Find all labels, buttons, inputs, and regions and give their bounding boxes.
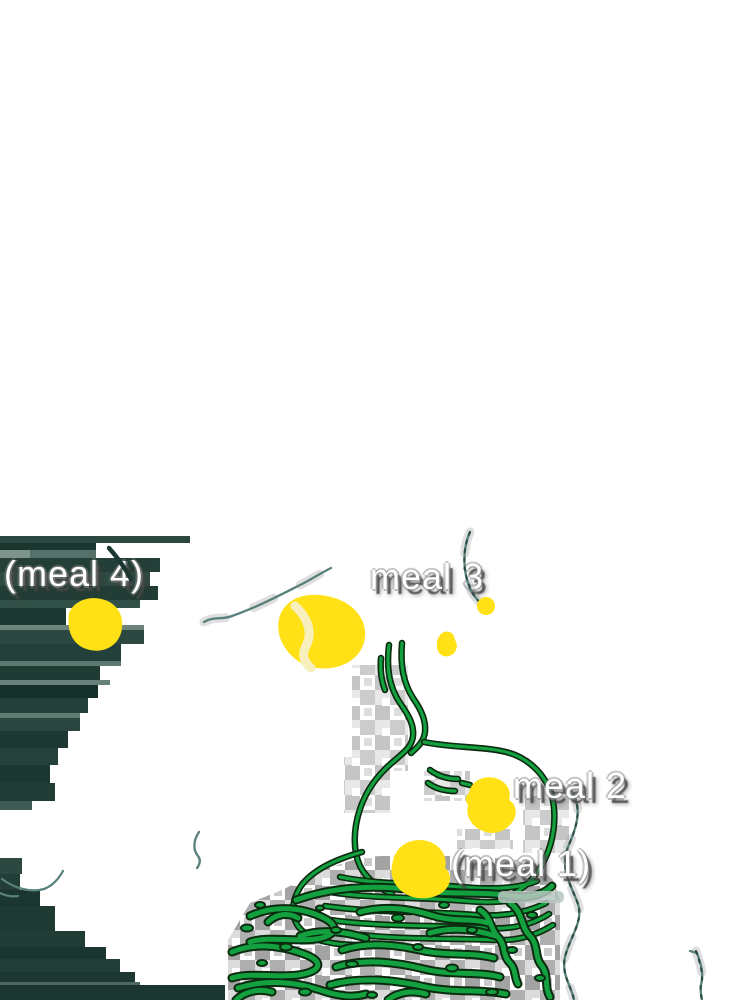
label-meal-1: (meal 1) [451,843,592,884]
bottom-right-squiggle-line [688,946,707,1000]
pale-stripe [498,891,564,903]
right-squiggle-line [559,784,584,1000]
left-shadow-bands [0,536,225,1000]
label-meal-3: meal 3 [370,556,485,597]
mosaic-shadow-patches [344,665,569,853]
label-meal-2: meal 2 [513,765,628,806]
intestine-cells [240,901,546,999]
label-meal-4: (meal 4) [4,553,145,594]
intestines [232,886,552,1000]
